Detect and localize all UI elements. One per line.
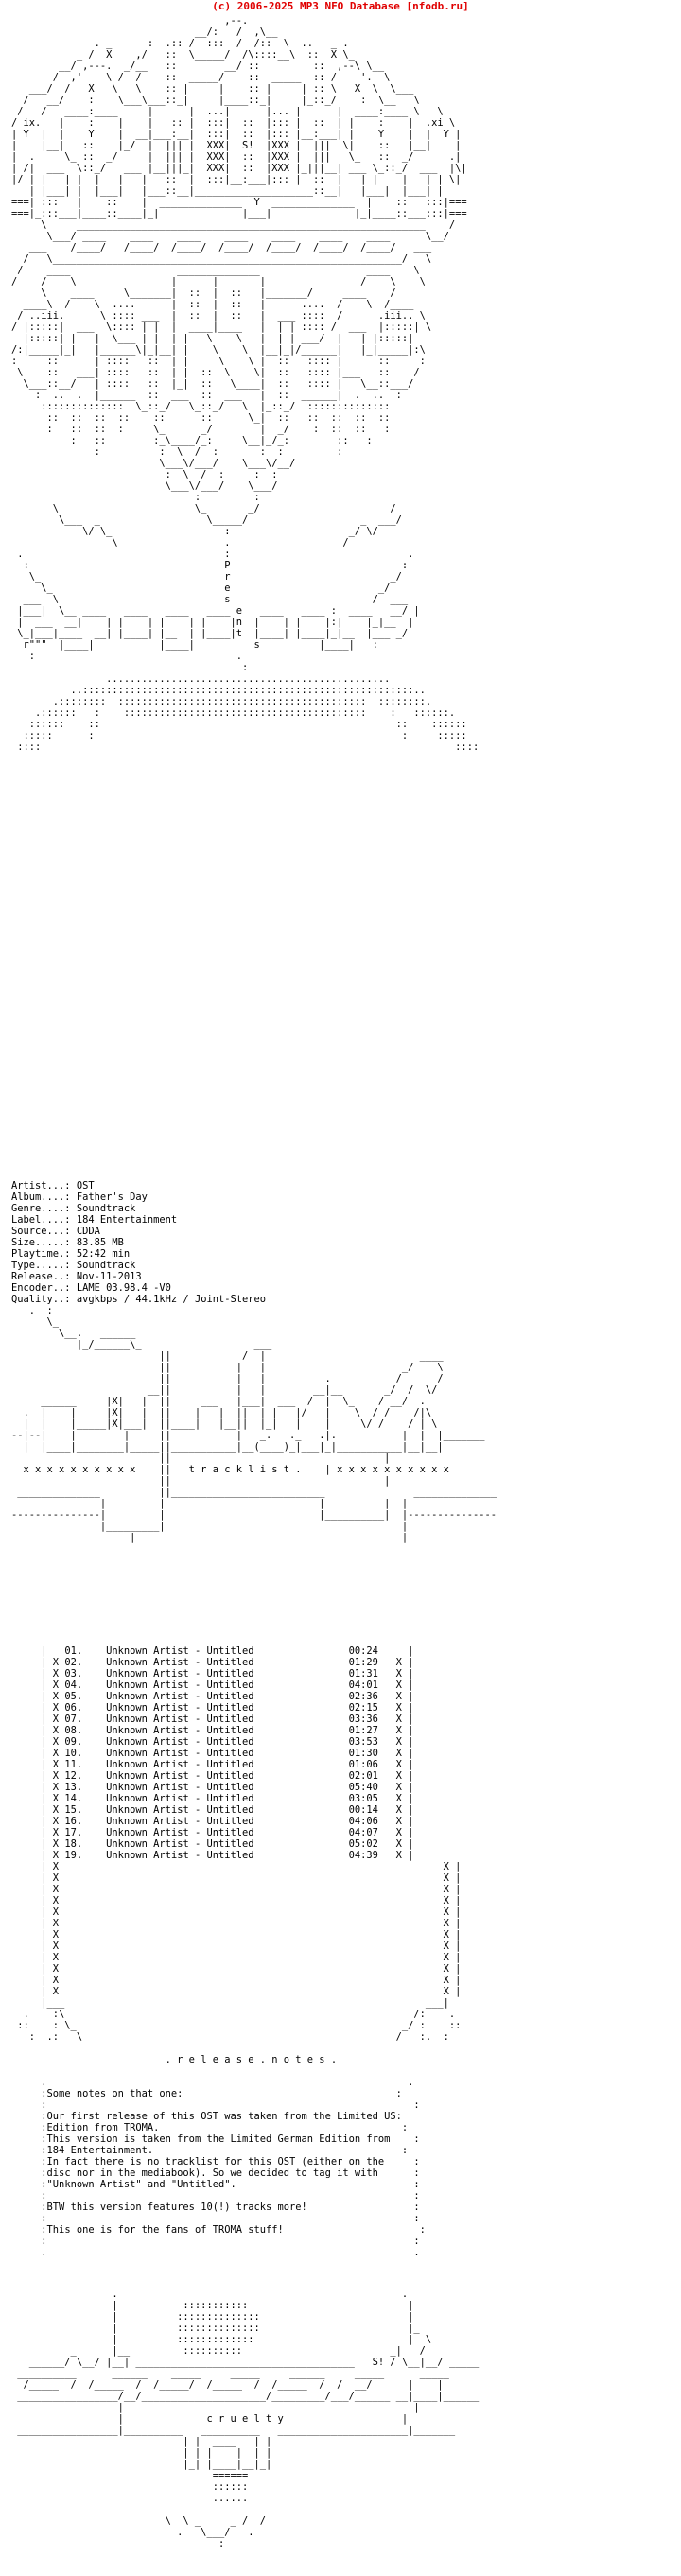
track-row: 03. Unknown Artist - Untitled 01:31 — [64, 1668, 378, 1680]
notes-line: 184 Entertainment. — [46, 2145, 154, 2156]
nfodb-banner: (c) 2006-2025 MP3 NFO Database [nfodb.ru… — [212, 0, 469, 12]
source-value: CDDA — [76, 1226, 100, 1237]
notes-line: This version is taken from the Limited G… — [46, 2133, 391, 2145]
tracklist: | 01. Unknown Artist - Untitled 00:24 | … — [11, 1645, 462, 2043]
notes-intro: Some notes on that one: — [46, 2088, 183, 2099]
track-row: 06. Unknown Artist - Untitled 02:15 — [64, 1702, 378, 1714]
release-value: Nov-11-2013 — [76, 1271, 142, 1282]
group-logo-ascii-art: __,--.__ __/: / ,\__ . _ : .:: / ::: / /… — [11, 15, 480, 753]
label-value: 184 Entertainment — [76, 1214, 178, 1226]
notes-line: BTW this version features 10(!) tracks m… — [46, 2202, 307, 2213]
track-row: 14. Unknown Artist - Untitled 03:05 — [64, 1793, 378, 1804]
track-row: 12. Unknown Artist - Untitled 02:01 — [64, 1770, 378, 1782]
track-row: 05. Unknown Artist - Untitled 02:36 — [64, 1691, 378, 1702]
footer-ascii-art: . . | ::::::::::: | | :::::::::::::: | — [17, 2289, 480, 2550]
footer-tagline: c r u e l t y — [206, 2413, 284, 2425]
track-row: 01. Unknown Artist - Untitled 00:24 — [64, 1645, 378, 1657]
tracklist-heading: t r a c k l i s t . — [188, 1464, 302, 1475]
encoder-value: LAME 03.98.4 -V0 — [76, 1282, 171, 1294]
type-value: Soundtrack — [76, 1260, 136, 1271]
track-row: 19. Unknown Artist - Untitled 04:39 — [64, 1850, 378, 1861]
quality-value: avgkbps / 44.1kHz / Joint-Stereo — [76, 1294, 267, 1305]
track-row: 17. Unknown Artist - Untitled 04:07 — [64, 1827, 378, 1838]
size-value: 83.85 MB — [76, 1237, 124, 1248]
track-row: 08. Unknown Artist - Untitled 01:27 — [64, 1725, 378, 1736]
track-row: 16. Unknown Artist - Untitled 04:06 — [64, 1816, 378, 1827]
track-row: 13. Unknown Artist - Untitled 05:40 — [64, 1782, 378, 1793]
track-row: 07. Unknown Artist - Untitled 03:36 — [64, 1714, 378, 1725]
track-row: 18. Unknown Artist - Untitled 05:02 — [64, 1838, 378, 1850]
playtime-value: 52:42 min — [76, 1248, 131, 1260]
track-row: 04. Unknown Artist - Untitled 04:01 — [64, 1680, 378, 1691]
track-row: 09. Unknown Artist - Untitled 03:53 — [64, 1736, 378, 1748]
track-row: 15. Unknown Artist - Untitled 00:14 — [64, 1804, 378, 1816]
signature: S! — [372, 2357, 385, 2368]
notes-line: Our first release of this OST was taken … — [46, 2111, 396, 2122]
notes-line: In fact there is no tracklist for this O… — [46, 2156, 385, 2167]
track-row: 02. Unknown Artist - Untitled 01:29 — [64, 1657, 378, 1668]
album-value: Father's Day — [76, 1192, 148, 1203]
track-row: 11. Unknown Artist - Untitled 01:06 — [64, 1759, 378, 1770]
track-row: 10. Unknown Artist - Untitled 01:30 — [64, 1748, 378, 1759]
notes-line: "Unknown Artist" and "Untitled". — [46, 2179, 236, 2190]
genre-value: Soundtrack — [76, 1203, 136, 1214]
notes-line: disc nor in the mediabook). So we decide… — [46, 2167, 378, 2179]
tracklist-header-ascii-art: . . : \_ \__. ______ |_/______\_ ___ || … — [11, 1294, 497, 1543]
notes-line: Edition from TROMA. — [46, 2122, 160, 2133]
notes-line: This one is for the fans of TROMA stuff! — [46, 2224, 284, 2236]
release-notes-heading: . r e l e a s e . n o t e s . — [165, 2054, 338, 2065]
release-notes: . . :Some notes on that one: : : : — [41, 2077, 426, 2258]
release-info: Artist...: OST Album....: Father's Day G… — [11, 1180, 267, 1305]
artist-value: OST — [76, 1180, 95, 1192]
